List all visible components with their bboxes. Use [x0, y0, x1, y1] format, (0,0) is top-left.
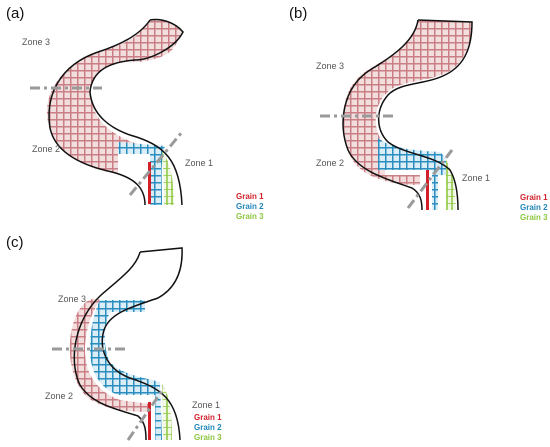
- channel-outline: [89, 18, 184, 206]
- zone-2-label: Zone 2: [32, 144, 60, 154]
- cut-line-diagonal: [128, 131, 184, 196]
- grain-1-strand: [426, 170, 429, 210]
- panel-a: (a) Zone 3 Zone 2 Zone 1 Grain 1 Grain 2…: [6, 5, 264, 221]
- cut-line-diagonal: [406, 149, 454, 209]
- channel-outline-inner: [342, 19, 423, 211]
- legend-grain-2: Grain 2: [194, 423, 222, 432]
- zone-2-label: Zone 2: [316, 158, 344, 168]
- grain-2-region: [90, 300, 162, 440]
- legend-grain-3: Grain 3: [236, 212, 264, 221]
- panel-c: (c) Zone 3 Zone 2 Zone 1 Grain 1 Grain 2…: [6, 234, 222, 442]
- grain-3-region: [446, 160, 456, 210]
- channel-outline: [377, 19, 473, 211]
- panel-label: (c): [6, 234, 24, 251]
- legend-grain-2: Grain 2: [520, 203, 548, 212]
- grain-1-strand: [148, 162, 151, 204]
- grain-2-region: [118, 142, 165, 205]
- panel-label: (b): [289, 5, 307, 22]
- grain-2-region: [378, 138, 446, 210]
- zone-3-label: Zone 3: [22, 37, 50, 47]
- grain-3-region: [162, 384, 172, 440]
- channel-outline-inner: [48, 19, 151, 206]
- zone-1-label: Zone 1: [462, 173, 490, 183]
- zone-1-label: Zone 1: [185, 158, 213, 168]
- zone-3-label: Zone 3: [58, 294, 86, 304]
- legend-grain-3: Grain 3: [194, 433, 222, 442]
- grain-3-region: [162, 152, 174, 205]
- legend-grain-1: Grain 1: [520, 193, 548, 202]
- grain-1-region: [69, 298, 150, 412]
- legend-grain-1: Grain 1: [236, 192, 264, 201]
- zone-3-label: Zone 3: [316, 61, 344, 71]
- panel-b: (b) Zone 3 Zone 2 Zone 1 Grain 1 Grain 2…: [289, 5, 548, 222]
- legend-grain-1: Grain 1: [194, 413, 222, 422]
- panel-label: (a): [6, 5, 24, 22]
- zone-2-label: Zone 2: [45, 391, 73, 401]
- legend-grain-3: Grain 3: [520, 213, 548, 222]
- channel-outline: [101, 247, 183, 441]
- zone-1-label: Zone 1: [192, 400, 220, 410]
- legend-grain-2: Grain 2: [236, 202, 264, 211]
- grain-1-region: [343, 20, 472, 185]
- grain-1-strand: [148, 402, 151, 440]
